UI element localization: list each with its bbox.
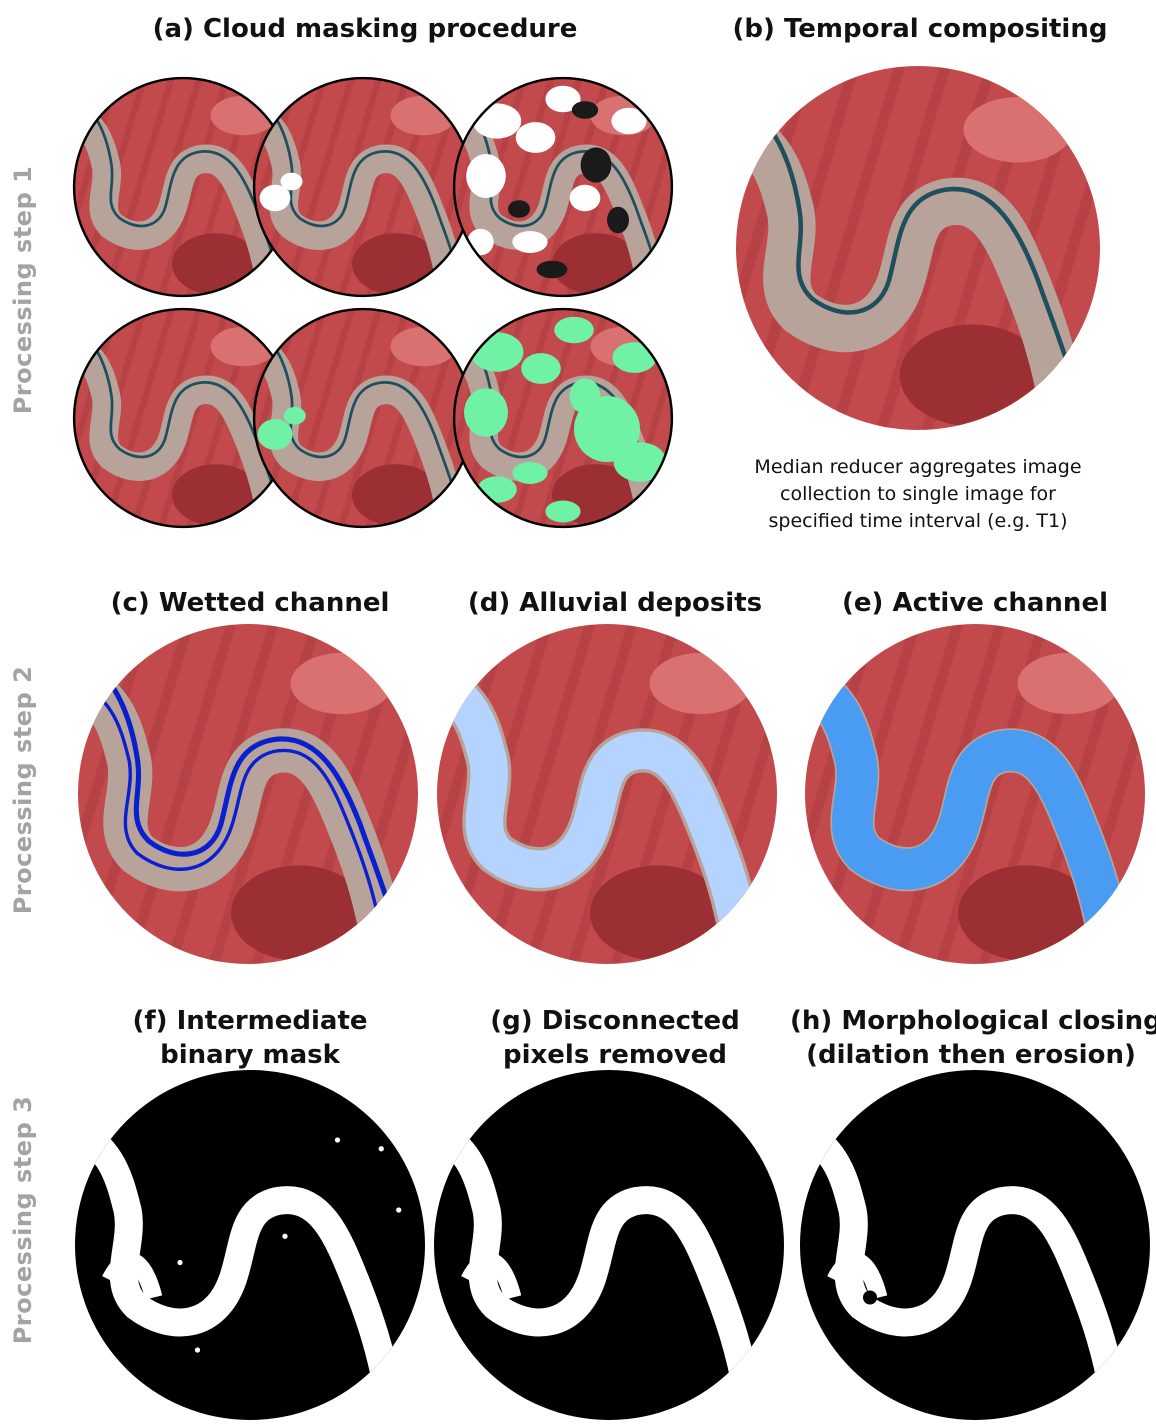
- cloud-shadow: [537, 261, 568, 279]
- panel-b-title: (b) Temporal compositing: [700, 12, 1140, 46]
- mask-noise-pixel: [379, 1146, 384, 1151]
- mask-noise-pixel: [282, 1234, 287, 1239]
- cloud-shadow: [508, 200, 530, 218]
- cloud-mask: [570, 378, 601, 413]
- panel-g-binary-mask: [434, 1070, 784, 1420]
- relief-highlight: [964, 97, 1073, 163]
- panel-b-caption-line3: specified time interval (e.g. T1): [728, 508, 1108, 535]
- panel-h-title-line2: (dilation then erosion): [790, 1038, 1152, 1072]
- relief-highlight: [291, 653, 393, 714]
- panel-b-caption-line2: collection to single image for: [728, 481, 1108, 508]
- cloud: [281, 173, 303, 191]
- panel-f-title: (f) Intermediate binary mask: [75, 1004, 425, 1072]
- cloud-mask: [554, 317, 594, 343]
- panel-a-row2-circle3: [453, 308, 673, 528]
- panel-d-title: (d) Alluvial deposits: [430, 586, 800, 620]
- mask-noise-pixel: [396, 1207, 401, 1212]
- panel-h-binary-mask: [800, 1070, 1150, 1420]
- mask-noise-pixel: [335, 1137, 340, 1142]
- panel-f-binary-mask: [75, 1070, 425, 1420]
- panel-a-row1-circle3: [453, 77, 673, 297]
- panel-f-title-line1: (f) Intermediate: [75, 1004, 425, 1038]
- cloud: [516, 122, 556, 153]
- cloud-mask: [477, 476, 517, 502]
- processing-step-3-label: Processing step 3: [9, 1096, 37, 1345]
- cloud-mask: [471, 332, 524, 372]
- cloud-mask: [284, 407, 306, 425]
- panel-a-title: (a) Cloud masking procedure: [110, 12, 620, 46]
- panel-e-active-channel-image: [805, 624, 1145, 964]
- relief-highlight: [1018, 653, 1120, 714]
- cloud: [467, 229, 493, 255]
- panel-b-caption: Median reducer aggregates image collecti…: [728, 454, 1108, 535]
- cloud-mask: [614, 442, 667, 482]
- processing-step-2-label: Processing step 2: [9, 666, 37, 915]
- panel-d-alluvial-deposits-image: [437, 624, 777, 964]
- panel-g-title-line2: pixels removed: [430, 1038, 800, 1072]
- cloud-mask: [613, 342, 657, 373]
- cloud-shadow: [607, 207, 629, 233]
- processing-step-1-label: Processing step 1: [9, 166, 37, 415]
- panel-h-title: (h) Morphological closing (dilation then…: [790, 1004, 1152, 1072]
- panel-g-title-line1: (g) Disconnected: [430, 1004, 800, 1038]
- cloud-shadow: [572, 101, 598, 119]
- cloud-mask: [545, 501, 580, 523]
- cloud-mask: [257, 419, 292, 450]
- cloud: [570, 185, 601, 211]
- panel-b-caption-line1: Median reducer aggregates image: [728, 454, 1108, 481]
- cloud-shadow: [581, 147, 612, 182]
- mask-noise-pixel: [195, 1347, 200, 1352]
- panel-f-title-line2: binary mask: [75, 1038, 425, 1072]
- mask-island: [863, 1291, 877, 1305]
- panel-a-row1-circle2: [253, 77, 473, 297]
- panel-c-title: (c) Wetted channel: [75, 586, 425, 620]
- panel-a-row2-circle2: [253, 308, 473, 528]
- cloud-mask: [512, 462, 547, 484]
- cloud: [512, 231, 547, 253]
- mask-noise-pixel: [177, 1260, 182, 1265]
- panel-g-title: (g) Disconnected pixels removed: [430, 1004, 800, 1072]
- panel-h-title-line1: (h) Morphological closing: [790, 1004, 1152, 1038]
- relief-highlight: [650, 653, 752, 714]
- panel-b-composite-image: [736, 66, 1100, 430]
- cloud-mask: [464, 388, 508, 436]
- cloud: [466, 154, 506, 198]
- cloud: [473, 103, 521, 138]
- cloud-mask: [521, 353, 561, 384]
- panel-c-wetted-channel-image: [78, 624, 418, 964]
- panel-e-title: (e) Active channel: [800, 586, 1150, 620]
